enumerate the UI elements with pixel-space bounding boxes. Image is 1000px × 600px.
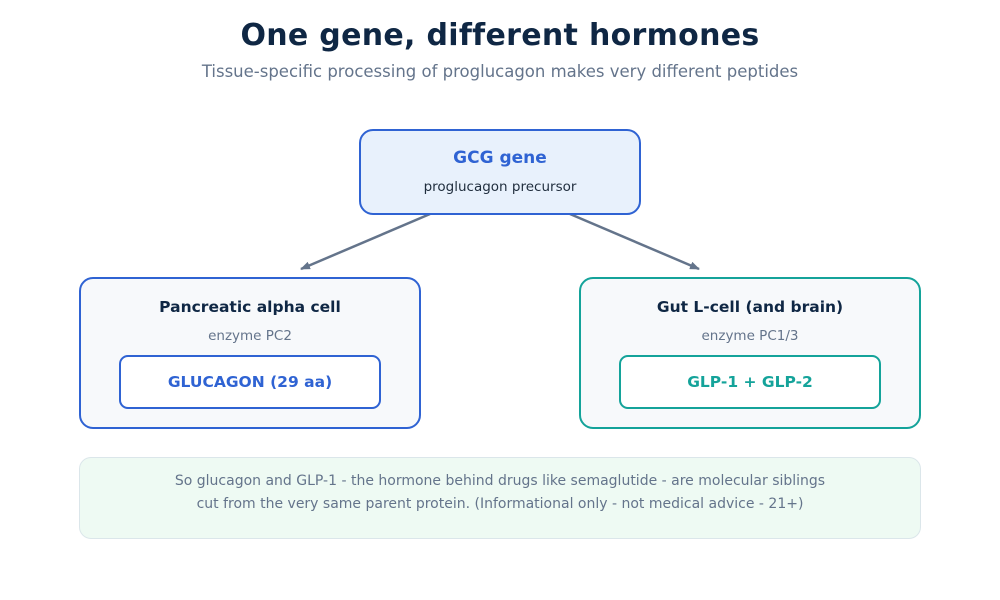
alpha-cell-title: Pancreatic alpha cell (159, 298, 341, 316)
l-cell-enzyme: enzyme PC1/3 (701, 328, 799, 344)
alpha-cell-enzyme: enzyme PC2 (208, 328, 292, 344)
arrow-to-l-cell (569, 212, 700, 271)
gene-box: GCG gene proglucagon precursor (359, 129, 641, 215)
page-subtitle: Tissue-specific processing of proglucago… (201, 62, 799, 81)
arrow-to-alpha-cell (300, 212, 431, 271)
gene-name: GCG gene (453, 148, 547, 168)
l-cell-title: Gut L-cell (and brain) (656, 298, 844, 316)
l-cell-box: Gut L-cell (and brain) enzyme PC1/3 GLP-… (579, 277, 921, 429)
note-line-1: So glucagon and GLP-1 - the hormone behi… (174, 473, 826, 489)
alpha-cell-box: Pancreatic alpha cell enzyme PC2 GLUCAGO… (79, 277, 421, 429)
glp-product-box: GLP-1 + GLP-2 (619, 355, 881, 409)
note-line-2: cut from the very same parent protein. (… (196, 496, 804, 512)
note-box: So glucagon and GLP-1 - the hormone behi… (79, 457, 921, 539)
glucagon-product-box: GLUCAGON (29 aa) (119, 355, 381, 409)
gene-description: proglucagon precursor (423, 179, 577, 195)
page-title: One gene, different hormones (240, 18, 760, 53)
